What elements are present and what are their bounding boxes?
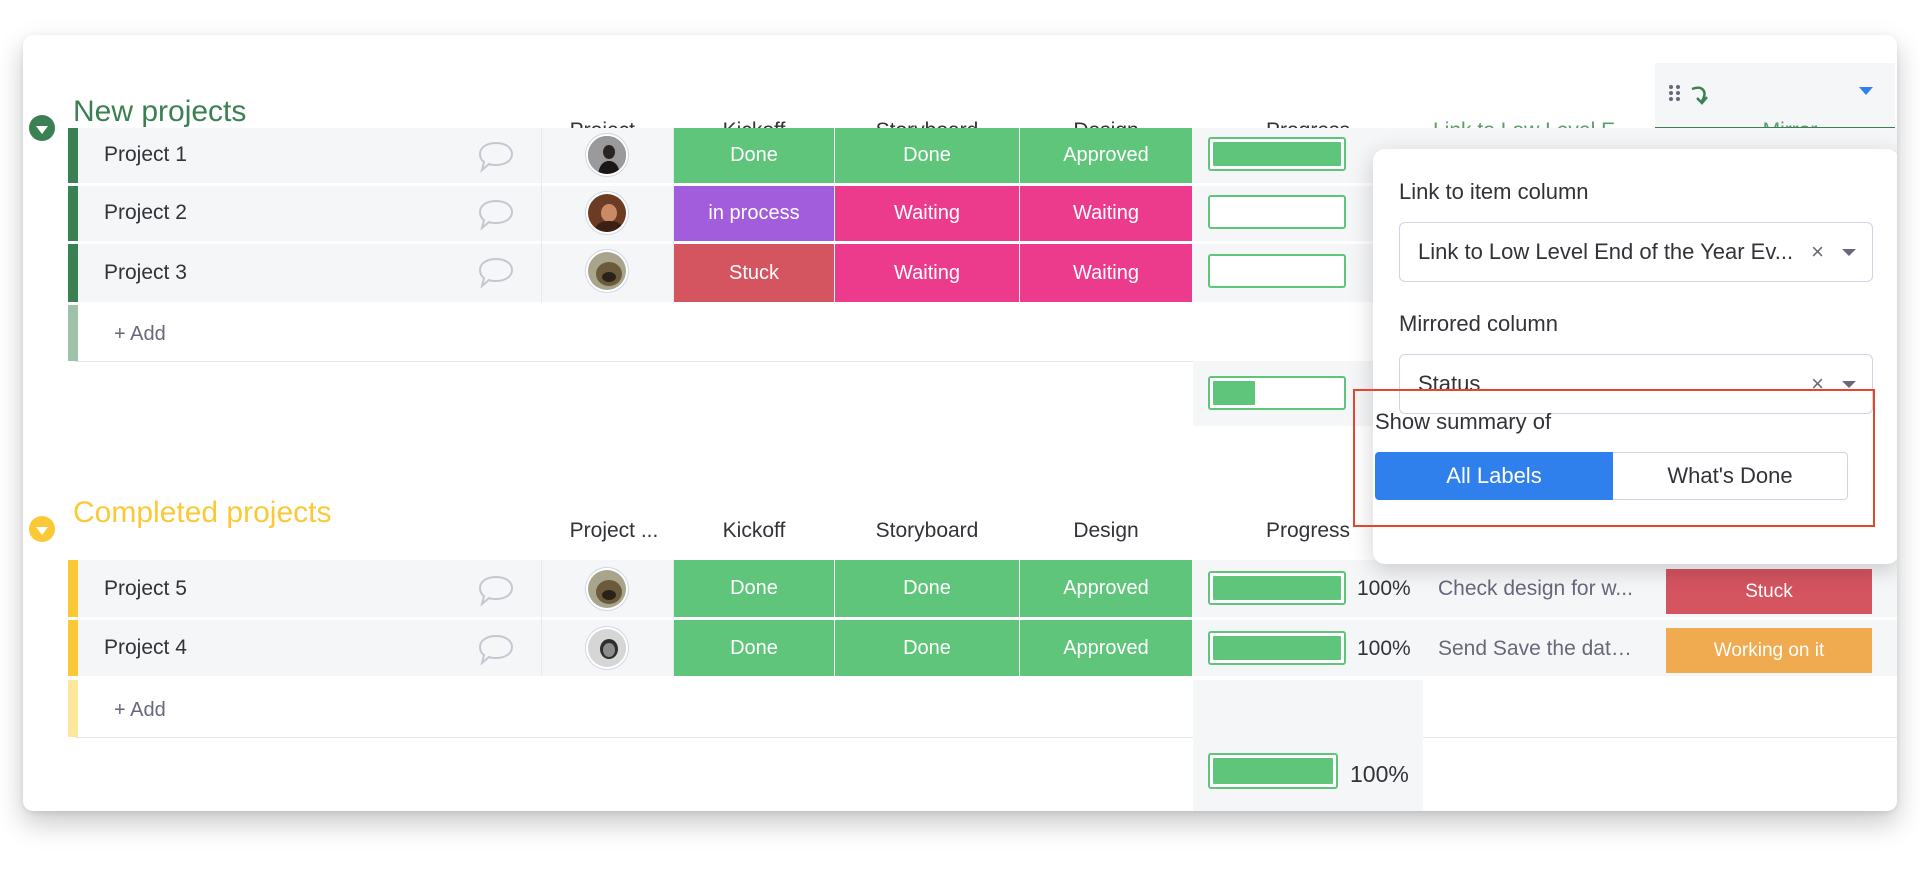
column-header-kickoff[interactable]: Kickoff bbox=[722, 519, 786, 542]
group-color-bar bbox=[68, 186, 78, 241]
status-cell-design[interactable]: Approved bbox=[1020, 620, 1192, 676]
progress-fill bbox=[1213, 576, 1341, 600]
progress-bar bbox=[1208, 195, 1346, 229]
clear-icon[interactable]: × bbox=[1811, 239, 1824, 264]
progress-bar bbox=[1208, 254, 1346, 288]
status-cell-kickoff[interactable]: in process bbox=[674, 186, 834, 241]
show-summary-label: Show summary of bbox=[1375, 409, 1552, 434]
comment-icon[interactable] bbox=[477, 633, 515, 666]
item-name[interactable]: Project 2 bbox=[104, 201, 187, 224]
status-cell-kickoff[interactable]: Done bbox=[674, 560, 834, 617]
add-item-button[interactable]: + Add bbox=[114, 323, 166, 345]
group-collapse-icon[interactable] bbox=[29, 115, 55, 141]
avatar[interactable] bbox=[586, 627, 628, 669]
mirror-column-menu-icon[interactable] bbox=[1859, 87, 1873, 95]
status-cell-design[interactable]: Waiting bbox=[1020, 186, 1192, 241]
linked-item[interactable]: Check design for w... bbox=[1438, 577, 1633, 600]
mirror-header-bg bbox=[1655, 63, 1895, 129]
progress-percent: 100% bbox=[1357, 577, 1411, 600]
add-item-button[interactable]: + Add bbox=[114, 699, 166, 721]
item-name[interactable]: Project 5 bbox=[104, 577, 187, 600]
divider bbox=[673, 128, 674, 303]
progress-bar bbox=[1208, 631, 1346, 665]
link-column-select[interactable]: Link to Low Level End of the Year Ev... … bbox=[1399, 222, 1873, 282]
add-row-bar bbox=[68, 680, 78, 737]
item-name[interactable]: Project 1 bbox=[104, 143, 187, 166]
item-name[interactable]: Project 4 bbox=[104, 636, 187, 659]
link-column-label: Link to item column bbox=[1399, 179, 1589, 204]
mirror-cell[interactable]: Working on it bbox=[1666, 628, 1872, 673]
avatar[interactable] bbox=[586, 192, 628, 234]
summary-progress-percent: 100% bbox=[1350, 761, 1409, 787]
status-cell-storyboard[interactable]: Done bbox=[835, 128, 1019, 183]
column-header-storyboard[interactable]: Storyboard bbox=[875, 519, 979, 542]
group-collapse-icon[interactable] bbox=[29, 516, 55, 542]
drag-handle-icon[interactable] bbox=[1669, 85, 1681, 110]
progress-fill bbox=[1213, 636, 1341, 660]
divider bbox=[673, 560, 674, 676]
group-title[interactable]: New projects bbox=[73, 95, 247, 128]
summary-progress-bar bbox=[1208, 753, 1338, 789]
progress-fill bbox=[1213, 758, 1333, 784]
group-title[interactable]: Completed projects bbox=[73, 496, 332, 529]
column-header-design[interactable]: Design bbox=[1073, 519, 1139, 542]
progress-bar bbox=[1208, 571, 1346, 605]
status-cell-storyboard[interactable]: Waiting bbox=[835, 186, 1019, 241]
item-name[interactable]: Project 3 bbox=[104, 261, 187, 284]
comment-icon[interactable] bbox=[477, 574, 515, 607]
status-cell-kickoff[interactable]: Done bbox=[674, 128, 834, 183]
status-cell-storyboard[interactable]: Done bbox=[835, 560, 1019, 617]
add-row-bar bbox=[68, 305, 78, 361]
group-color-bar bbox=[68, 244, 78, 302]
comment-icon[interactable] bbox=[477, 256, 515, 289]
progress-percent: 100% bbox=[1357, 637, 1411, 660]
chevron-down-icon[interactable] bbox=[1842, 249, 1856, 256]
status-cell-design[interactable]: Approved bbox=[1020, 560, 1192, 617]
mirrored-column-label: Mirrored column bbox=[1399, 311, 1558, 336]
avatar[interactable] bbox=[586, 134, 628, 176]
status-cell-design[interactable]: Waiting bbox=[1020, 244, 1192, 302]
avatar[interactable] bbox=[586, 568, 628, 610]
add-row-progress-bg bbox=[1193, 680, 1423, 737]
progress-bar bbox=[1208, 137, 1346, 171]
progress-fill bbox=[1213, 381, 1256, 405]
comment-icon[interactable] bbox=[477, 140, 515, 173]
status-cell-kickoff[interactable]: Done bbox=[674, 620, 834, 676]
status-cell-storyboard[interactable]: Done bbox=[835, 620, 1019, 676]
divider bbox=[541, 560, 542, 676]
link-column-value: Link to Low Level End of the Year Ev... bbox=[1418, 239, 1794, 264]
status-cell-storyboard[interactable]: Waiting bbox=[835, 244, 1019, 302]
column-header-project[interactable]: Project ... bbox=[569, 519, 659, 542]
progress-fill bbox=[1213, 142, 1341, 166]
board-card: New projects Project ... Kickoff Storybo… bbox=[23, 35, 1897, 811]
mirror-link-icon bbox=[1688, 83, 1712, 114]
summary-highlight-box bbox=[1353, 389, 1875, 527]
mirror-cell[interactable]: Stuck bbox=[1666, 569, 1872, 614]
avatar[interactable] bbox=[586, 250, 628, 292]
status-cell-kickoff[interactable]: Stuck bbox=[674, 244, 834, 302]
summary-progress-bar bbox=[1208, 376, 1346, 410]
status-cell-design[interactable]: Approved bbox=[1020, 128, 1192, 183]
comment-icon[interactable] bbox=[477, 198, 515, 231]
divider bbox=[75, 361, 1897, 362]
option-whats-done[interactable]: What's Done bbox=[1613, 452, 1848, 500]
linked-item[interactable]: Send Save the date ... bbox=[1438, 637, 1638, 660]
divider bbox=[541, 128, 542, 303]
group-color-bar bbox=[68, 560, 78, 617]
option-all-labels[interactable]: All Labels bbox=[1375, 452, 1613, 500]
chevron-down-icon[interactable] bbox=[1842, 381, 1856, 388]
group-color-bar bbox=[68, 620, 78, 676]
divider bbox=[75, 737, 1897, 738]
group-color-bar bbox=[68, 128, 78, 183]
